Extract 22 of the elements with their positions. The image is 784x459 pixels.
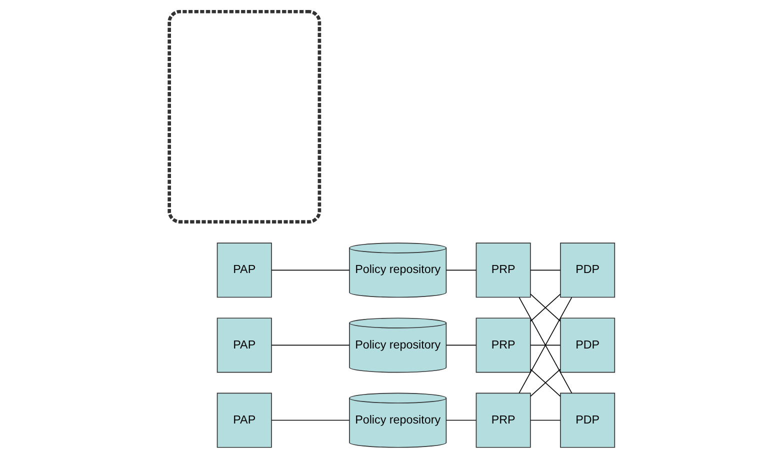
- node-box: [168, 10, 322, 224]
- node-box: PAP: [216, 318, 272, 373]
- connector: [530, 270, 561, 271]
- connector: [530, 294, 561, 322]
- node-box: PDP: [560, 318, 616, 373]
- connector: [446, 344, 477, 346]
- connector: [530, 368, 561, 397]
- connector: [446, 420, 477, 421]
- node-box: PRP: [476, 392, 531, 448]
- connector: [530, 420, 561, 421]
- connector: [446, 270, 477, 271]
- connector: [271, 344, 350, 346]
- connector: [271, 270, 350, 271]
- connector: [271, 420, 350, 421]
- node-box: PRP: [476, 242, 531, 298]
- node-box: PDP: [560, 242, 616, 298]
- node-box: PAP: [216, 242, 272, 298]
- connector: [518, 296, 572, 394]
- connector: [530, 344, 561, 346]
- node-box: PRP: [476, 318, 531, 373]
- node-box: PDP: [560, 392, 616, 448]
- node-box: PAP: [216, 392, 272, 448]
